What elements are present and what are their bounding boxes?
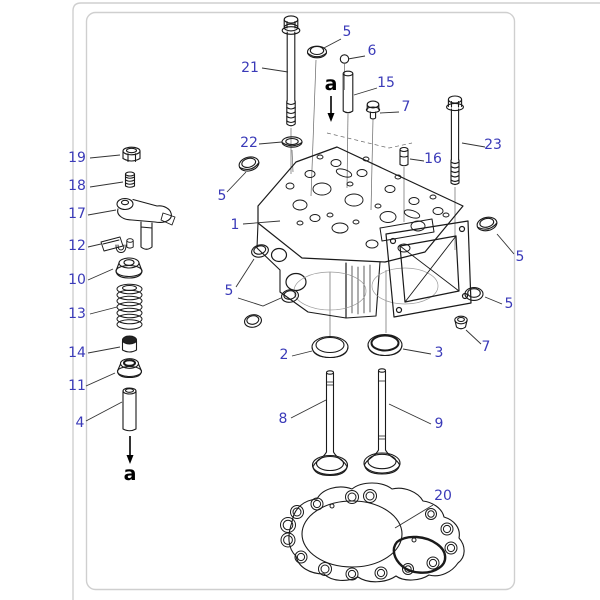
section-arrowhead-top [327, 113, 335, 122]
callout-16: 16 [424, 151, 442, 167]
callout-5-top: 5 [343, 24, 352, 40]
callout-11: 11 [68, 378, 86, 394]
part-1-cylinder-head [256, 146, 472, 319]
part-3-valve-seal [367, 333, 403, 357]
leader-17 [87, 209, 117, 216]
callout-18: 18 [68, 178, 86, 194]
section-markers: a a [124, 73, 338, 485]
leader-6 [347, 55, 366, 60]
callout-23: 23 [484, 137, 502, 153]
leader-20 [394, 504, 434, 529]
callout-21: 21 [241, 60, 259, 76]
part-12-keepers [100, 236, 134, 253]
callout-10: 10 [68, 272, 86, 288]
callout-5-rightlower: 5 [505, 296, 514, 312]
leader-lines [85, 38, 515, 529]
callout-8: 8 [279, 411, 288, 427]
part-7-bolt-right [454, 315, 468, 330]
part-14-valve-cap [121, 335, 138, 353]
assembly-axis-lines [290, 59, 456, 336]
callout-22: 22 [240, 135, 258, 151]
callout-9: 9 [435, 416, 444, 432]
part-20-head-gasket [280, 482, 465, 583]
section-marker-a-bottom: a [124, 463, 137, 485]
inner-frame-border [85, 11, 516, 591]
callout-7-right: 7 [482, 339, 491, 355]
callout-20: 20 [434, 488, 452, 504]
leader-21 [261, 67, 289, 73]
leader-11 [85, 372, 116, 387]
line-art [100, 15, 498, 583]
part-5-cup-plug-top [306, 45, 328, 59]
part-2-valve-seal [311, 335, 349, 359]
part-18-screw [124, 171, 136, 188]
leader-3 [402, 348, 432, 355]
gasket-bolt-holes [280, 489, 458, 581]
part-7-bolt-top [365, 100, 381, 120]
callout-7-top: 7 [402, 99, 411, 115]
callout-3: 3 [435, 345, 444, 361]
part-8-valve [311, 370, 349, 477]
callout-6: 6 [368, 43, 377, 59]
callout-15: 15 [377, 75, 395, 91]
callout-4: 4 [76, 415, 85, 431]
leader-2 [291, 350, 313, 357]
outer-frame-line [72, 2, 600, 600]
part-21-head-bolt [281, 15, 301, 127]
callout-13: 13 [68, 306, 86, 322]
gasket-water-jacket [392, 535, 447, 574]
part-9-valve [363, 368, 401, 475]
leader-22 [258, 141, 283, 145]
part-10-spring-retainer [115, 257, 143, 279]
leader-8 [290, 399, 327, 419]
part-15-pin [342, 70, 354, 114]
part-6-ball [339, 54, 350, 64]
part-13-valve-spring [116, 283, 143, 330]
callout-12: 12 [68, 238, 86, 254]
leader-5-top [321, 38, 342, 50]
leader-15 [353, 87, 378, 96]
leader-13 [89, 306, 118, 315]
leader-12 [87, 243, 102, 248]
leader-5-topleft [226, 171, 247, 193]
leader-7-top [379, 111, 400, 114]
part-11-seal [116, 358, 143, 379]
leader-5-rightlower [484, 296, 503, 305]
leader-5-midleft [235, 258, 282, 307]
leader-7-right [465, 329, 482, 345]
head-top-holes [285, 154, 450, 253]
leader-10 [87, 268, 114, 281]
leader-4 [85, 401, 123, 422]
part-22-washer [281, 136, 303, 148]
leader-16 [409, 158, 425, 162]
part-17-rocker-arm [116, 197, 176, 250]
leader-14 [87, 346, 121, 354]
callout-19: 19 [68, 150, 86, 166]
leader-1 [242, 220, 281, 225]
leader-9 [388, 403, 432, 425]
part-5-cup-plugs [238, 156, 498, 328]
section-marker-a-top: a [325, 73, 338, 95]
part-19-nut [122, 146, 141, 163]
section-arrowhead-bottom [126, 455, 134, 464]
leader-19 [89, 154, 121, 159]
part-23-head-bolt [446, 95, 464, 186]
leader-18 [89, 181, 124, 188]
part-16-stud [399, 146, 409, 167]
callout-14: 14 [68, 345, 86, 361]
part-4-valve-guide [122, 387, 137, 432]
callout-labels: 21 5 6 15 7 23 16 22 5 1 5 5 5 7 2 3 8 9… [68, 24, 524, 504]
leader-23 [461, 142, 486, 148]
callout-2: 2 [280, 347, 289, 363]
leader-5-rightupper [496, 233, 515, 255]
callout-5-rightupper: 5 [516, 249, 525, 265]
callout-17: 17 [68, 206, 86, 222]
callout-5-topleft: 5 [218, 188, 227, 204]
callout-1: 1 [231, 217, 240, 233]
page-frame [72, 2, 600, 600]
callout-5-midleft: 5 [225, 283, 234, 299]
